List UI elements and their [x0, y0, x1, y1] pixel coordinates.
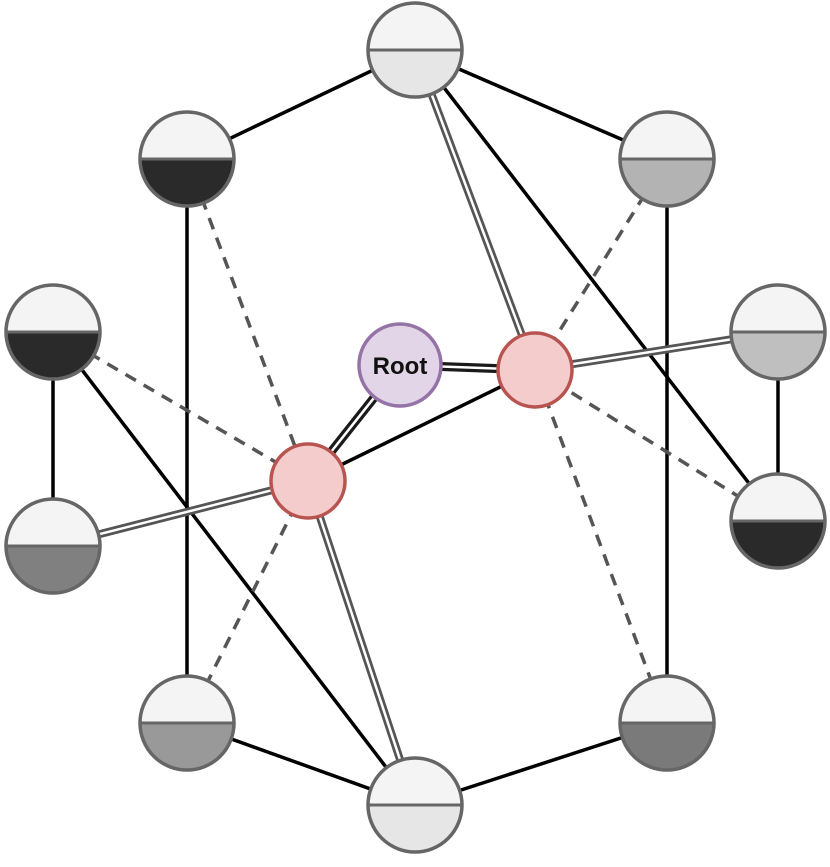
node-top — [366, 1, 464, 99]
edge-line-double-inner — [413, 49, 537, 371]
node-bottom-half — [620, 723, 714, 770]
node-outline — [366, 756, 464, 854]
node-top-half — [368, 758, 462, 805]
edge-top-to-low-right — [413, 48, 780, 523]
edge-line-dashed — [533, 369, 669, 724]
node-bottom-half — [731, 521, 825, 568]
edge-top-to-hub-right — [411, 48, 539, 372]
edge-bottom-right-to-hub-right — [533, 369, 669, 724]
edge-line — [306, 368, 537, 483]
node-bottom-half — [368, 805, 462, 852]
node-mid-left — [4, 283, 102, 381]
node-bottom — [366, 756, 464, 854]
node-bottom-half — [731, 332, 825, 379]
node-top-half — [620, 676, 714, 723]
hub-left-node — [269, 442, 347, 520]
node-top-half — [6, 499, 100, 546]
node-outline — [618, 674, 716, 772]
edge-bottom-to-hub-left — [304, 479, 419, 807]
node-bottom-half — [6, 332, 100, 379]
node-outline — [729, 283, 827, 381]
node-top-half — [731, 285, 825, 332]
node-outline — [4, 497, 102, 595]
node-outline — [618, 110, 716, 208]
root-label: Root — [373, 353, 428, 380]
node-bottom-half — [140, 723, 234, 770]
node-low-right — [729, 472, 827, 570]
node-outline — [366, 1, 464, 99]
node-bottom-half — [620, 159, 714, 206]
node-top-half — [140, 112, 234, 159]
node-top-half — [620, 112, 714, 159]
root-node-circle — [357, 322, 443, 408]
node-top-half — [140, 676, 234, 723]
node-top-half — [368, 3, 462, 50]
edge-mid-left-to-bottom — [51, 330, 417, 807]
node-upper-right — [618, 110, 716, 208]
node-bottom-right — [618, 674, 716, 772]
node-outline — [4, 283, 102, 381]
edge-upper-left-to-hub-left — [185, 158, 310, 482]
hub-right-node — [496, 331, 574, 409]
edge-line-dashed — [185, 158, 310, 482]
node-outline — [138, 110, 236, 208]
node-low-left — [4, 497, 102, 595]
node-bottom-half — [6, 546, 100, 593]
root-node: Root — [357, 322, 443, 408]
node-bottom-left — [138, 674, 236, 772]
edge-line — [51, 330, 417, 807]
edge-line — [413, 48, 780, 523]
edge-line-dashed — [52, 330, 309, 483]
node-mid-right — [729, 283, 827, 381]
edge-line-double-inner — [306, 480, 417, 806]
node-upper-left — [138, 110, 236, 208]
edge-mid-left-to-hub-left — [52, 330, 309, 483]
node-outline — [729, 472, 827, 570]
node-outline — [138, 674, 236, 772]
edge-hub-left-to-hub-right — [306, 368, 537, 483]
node-bottom-half — [140, 159, 234, 206]
node-top-half — [6, 285, 100, 332]
